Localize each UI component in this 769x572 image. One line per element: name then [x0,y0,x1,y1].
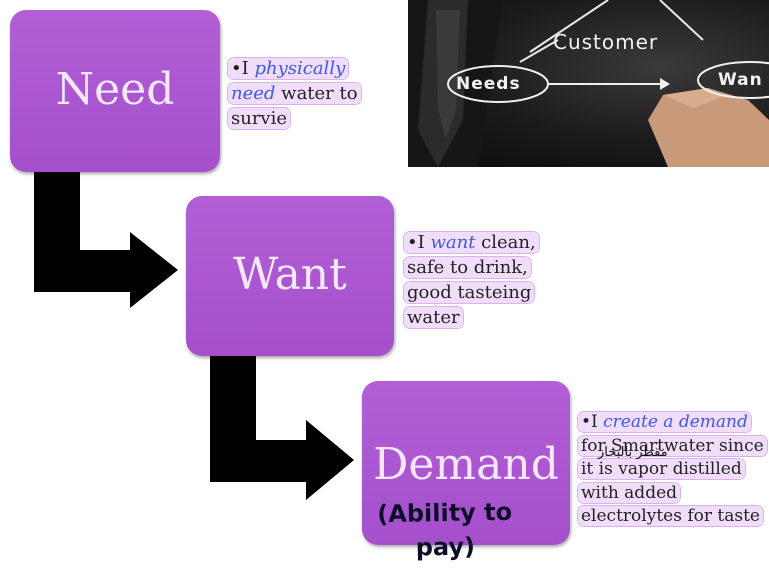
handwritten-ability-to-pay: (Ability to pay) [377,497,513,562]
note-demand: •I create a demand for Smartwater since … [578,411,768,529]
note-need-rest: water to survie [231,83,358,129]
note-demand-rest: for Smartwater since it is vapor distill… [581,435,764,527]
note-want-text: •I want clean, safe to drink, good taste… [404,232,539,328]
handwritten-arabic-note: مقطر بالبخار [598,445,668,460]
step-box-want: Want [186,196,394,356]
step-label-want: Want [233,248,347,300]
note-want: •I want clean, safe to drink, good taste… [404,230,554,330]
note-want-emphasis: want [430,232,476,253]
step-box-need: Need [10,10,220,172]
photo-illustration [408,0,769,167]
step-label-need: Need [55,63,175,115]
note-demand-bullet: •I [581,412,598,432]
note-need-text: •I physically need water to survie [228,58,361,129]
note-need: •I physically need water to survie [228,56,378,131]
customer-concept-photo: Customer Needs Wan [408,0,769,167]
note-demand-text: •I create a demand for Smartwater since … [578,412,767,526]
arrow-want-to-demand [210,354,354,500]
note-want-rest: clean, safe to drink, good tasteing wate… [407,232,536,328]
note-demand-emphasis: create a demand [603,412,748,432]
arrow-need-to-want [34,168,178,308]
note-need-bullet: •I [231,58,249,79]
note-need-emphasis: physically need [231,58,346,104]
note-want-bullet: •I [407,232,425,253]
step-box-demand: Demand [362,381,570,545]
step-label-demand: Demand [373,438,559,490]
